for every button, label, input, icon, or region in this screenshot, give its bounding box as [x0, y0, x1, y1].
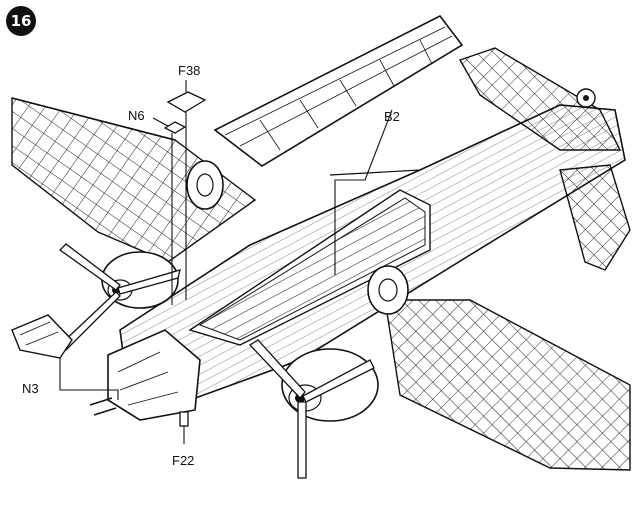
step-number: 16: [10, 12, 32, 30]
label-part-f22: F22: [172, 453, 195, 468]
left-engine-nacelle: [58, 243, 181, 351]
part-f22-fitting: [179, 411, 189, 427]
part-n3-nose-cover: [11, 314, 73, 359]
right-engine-nacelle: [248, 339, 379, 479]
label-part-b2: B2: [384, 109, 400, 124]
label-part-n3: N3: [22, 381, 39, 396]
right-main-wheel: [367, 265, 409, 315]
callout-leaders: [59, 80, 393, 444]
label-part-f38: F38: [178, 63, 201, 78]
nose-section: [89, 329, 201, 421]
bomb-bay-door-part-b2: [213, 14, 464, 167]
right-wing: [384, 299, 631, 471]
left-main-wheel: [186, 160, 224, 210]
part-f38-panel: [166, 91, 207, 113]
part-n6-panel: [163, 121, 187, 134]
label-part-n6: N6: [128, 108, 145, 123]
step-number-badge: 16: [6, 6, 36, 36]
fuselage: [119, 104, 626, 406]
